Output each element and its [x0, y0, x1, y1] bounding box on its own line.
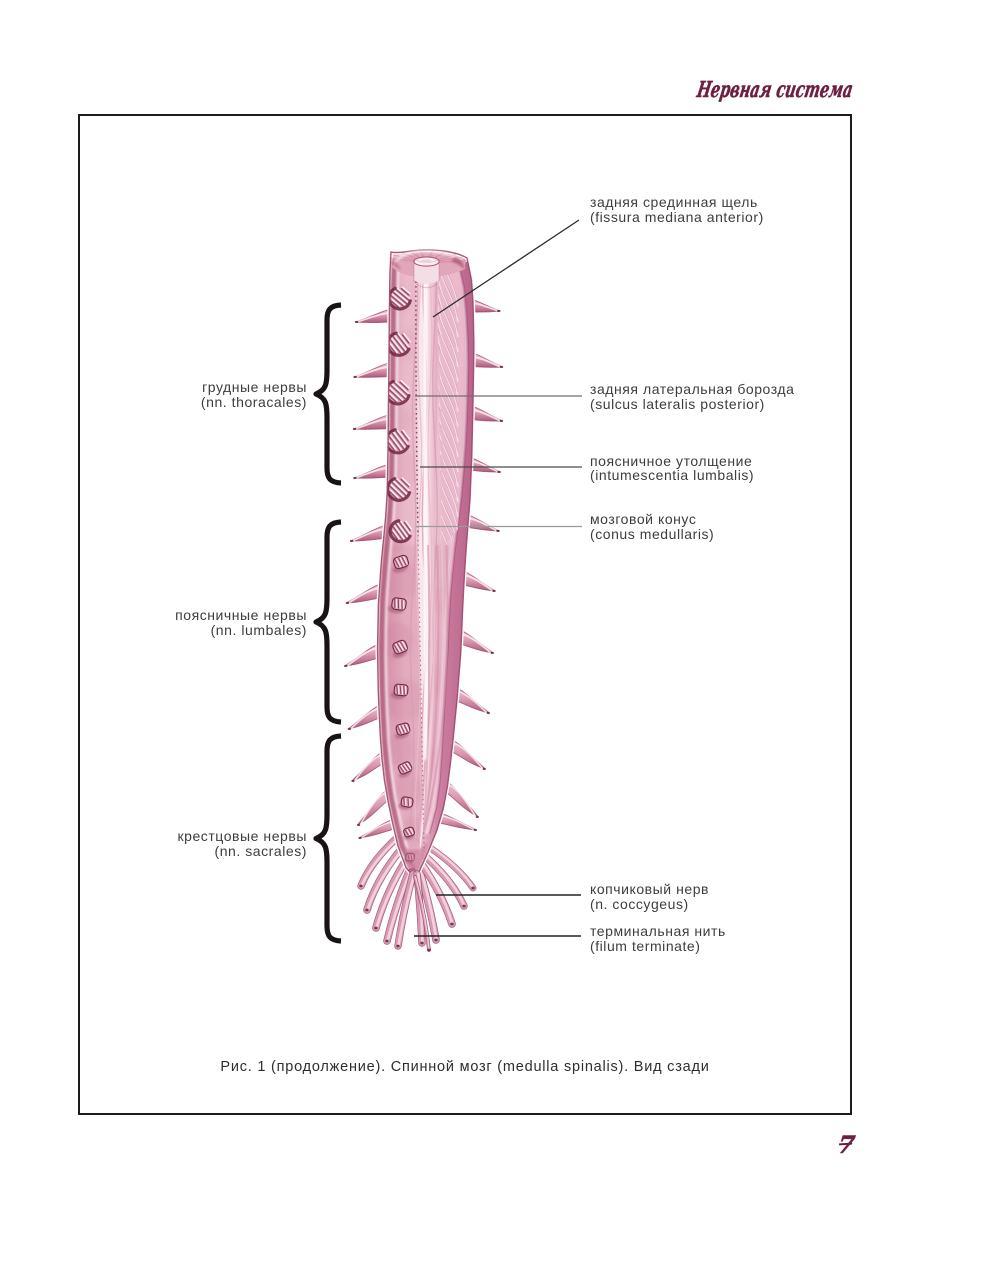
label-sulcus-lateralis: задняя латеральная борозда (sulcus later… — [590, 382, 794, 411]
cord-interior — [377, 252, 474, 879]
label-conus-medullaris: мозговой конус (conus medullaris) — [590, 512, 714, 541]
label-line-lat: (fissura mediana anterior) — [590, 208, 764, 225]
nerve-root-spikes — [344, 298, 504, 840]
label-line-ru: крестцовые нервы — [177, 828, 307, 844]
label-line-ru: мозговой конус — [590, 511, 697, 527]
label-line-ru: задняя латеральная борозда — [590, 381, 795, 397]
label-line-ru: задняя срединная щель — [590, 194, 758, 210]
label-filum-terminale: терминальная нить (filum terminate) — [590, 924, 726, 953]
label-line-lat: (n. coccygeus) — [590, 895, 689, 912]
figure-caption: Рис. 1 (продолжение). Спинной мозг (medu… — [220, 1059, 710, 1075]
cauda-equina-fan — [357, 832, 477, 945]
label-line-lat: (nn. lumbales) — [210, 621, 307, 638]
label-line-ru: грудные нервы — [202, 379, 307, 395]
group-braces — [313, 302, 342, 944]
label-sacral-nerves: крестцовые нервы (nn. sacrales) — [177, 829, 307, 858]
label-line-lat: (nn. thoracales) — [200, 393, 307, 410]
label-fissura-mediana: задняя срединная щель (fissura mediana a… — [590, 195, 764, 224]
label-thoracic-nerves: грудные нервы (nn. thoracales) — [201, 380, 307, 409]
label-line-ru: поясничные нервы — [175, 607, 307, 623]
cauda-equina-front — [394, 870, 431, 952]
label-line-lat: (conus medullaris) — [590, 525, 715, 542]
label-line-ru: терминальная нить — [590, 923, 726, 939]
label-line-ru: поясничное утолщение — [590, 452, 753, 469]
label-line-lat: (nn. sacrales) — [214, 842, 307, 859]
label-lumbar-nerves: поясничные нервы (nn. lumbales) — [175, 608, 307, 637]
label-intumescentia-lumbalis: поясничное утолщение (intumescentia lumb… — [590, 452, 755, 483]
cord-top-cut — [388, 248, 466, 289]
label-line-lat: (sulcus lateralis posterior) — [590, 395, 765, 412]
label-line-ru: копчиковый нерв — [590, 881, 710, 897]
page-number: 7 — [836, 1130, 857, 1160]
leader-lines — [414, 219, 582, 937]
label-line-lat: (intumescentia lumbalis) — [590, 467, 755, 483]
label-line-lat: (filum terminate) — [590, 937, 701, 954]
label-n-coccygeus: копчиковый нерв (n. coccygeus) — [590, 882, 709, 911]
